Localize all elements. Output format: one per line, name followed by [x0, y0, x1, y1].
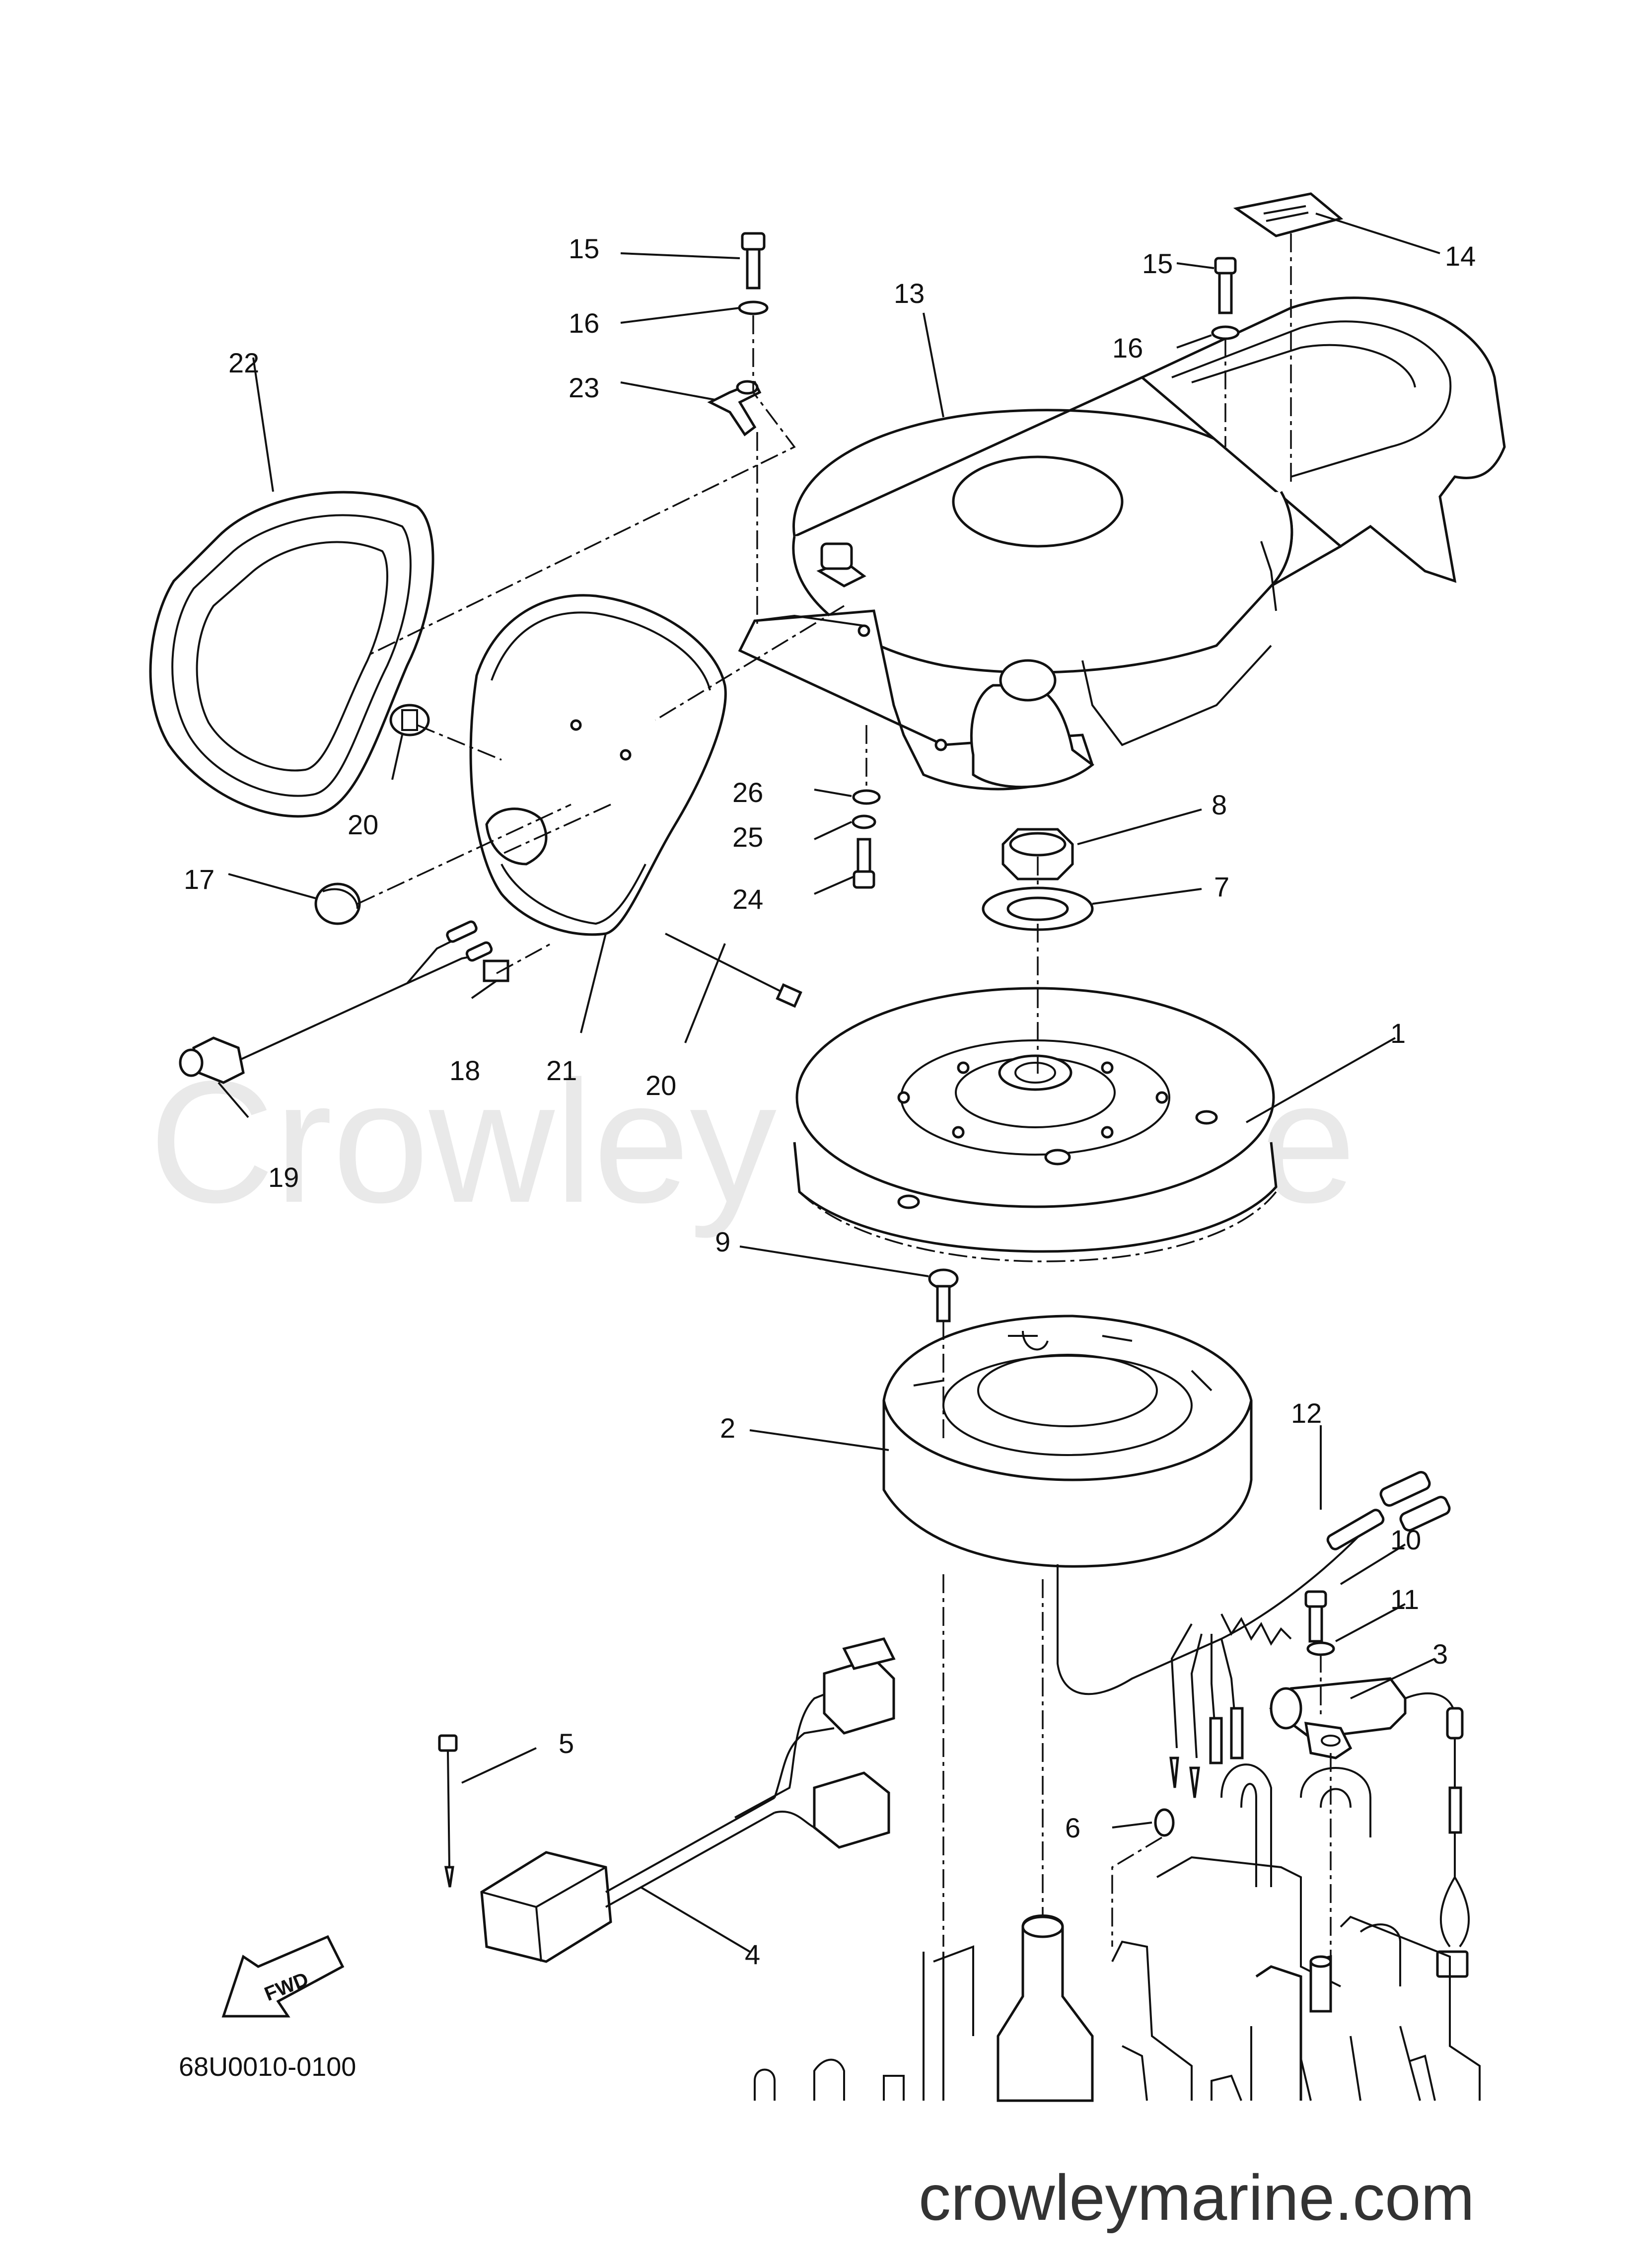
part-decal: [1233, 192, 1344, 237]
callout-20-upper: 20: [348, 809, 378, 840]
callout-26: 26: [732, 777, 763, 808]
callout-16-left: 16: [569, 307, 599, 339]
drawing-code: 68U0010-0100: [179, 2052, 356, 2082]
callout-15-left: 15: [569, 233, 599, 264]
callout-25: 25: [732, 821, 763, 853]
part-pulser-coil: [1269, 1590, 1470, 1978]
part-cdi-unit: [480, 1637, 896, 1963]
part-flywheel-cover: [738, 296, 1506, 791]
part-grommet: [389, 704, 430, 736]
callout-12: 12: [1291, 1397, 1322, 1429]
part-lead-wire: [1057, 1471, 1451, 1798]
part-lead-bracket: [707, 380, 762, 437]
leader-lines: [217, 213, 1440, 1953]
callout-4: 4: [745, 1939, 760, 1970]
callout-8: 8: [1212, 789, 1227, 820]
callout-1: 1: [1390, 1018, 1406, 1049]
part-bolt-left: [738, 232, 769, 315]
assembly-lines: [357, 233, 1332, 1986]
callout-20-lower: 20: [645, 1070, 676, 1101]
callout-13: 13: [894, 278, 925, 309]
callout-9: 9: [715, 1226, 730, 1257]
part-cable-tie-upper: [665, 933, 802, 1008]
callout-24: 24: [732, 883, 763, 915]
part-flywheel-nut: [982, 828, 1094, 931]
site-url: crowleymarine.com: [919, 2161, 1475, 2234]
part-stator-bolt: [928, 1268, 959, 1322]
callout-3: 3: [1432, 1638, 1448, 1670]
callout-18: 18: [449, 1055, 480, 1086]
part-plug: [314, 882, 361, 925]
part-screw-washers: [852, 789, 881, 889]
callout-5: 5: [559, 1728, 574, 1759]
part-powerhead: [754, 1763, 1481, 2102]
part-bolt-right: [1211, 257, 1240, 340]
callout-14: 14: [1445, 240, 1476, 272]
callout-23: 23: [569, 372, 599, 403]
part-thermo-sensor: [179, 920, 493, 1084]
callout-19: 19: [268, 1162, 299, 1193]
part-silencer: [469, 594, 727, 936]
callout-2: 2: [720, 1412, 735, 1444]
callout-7: 7: [1214, 871, 1229, 902]
part-small-screw: [1154, 1808, 1175, 1837]
callout-17: 17: [184, 864, 214, 895]
callout-10: 10: [1390, 1524, 1421, 1555]
callout-11: 11: [1390, 1584, 1419, 1615]
callout-labels: 1 2 3 4 5 6 7 8 9 10 11 12 13 14 15 15 1…: [184, 233, 1476, 1970]
callout-15-right: 15: [1142, 248, 1173, 279]
callout-6: 6: [1065, 1812, 1080, 1843]
callout-22: 22: [228, 347, 259, 378]
callout-16-right: 16: [1112, 332, 1143, 364]
part-cable-tie-lower: [438, 1734, 458, 1888]
callout-21: 21: [546, 1055, 577, 1086]
part-gasket-ring: [149, 491, 434, 818]
part-stator: [882, 1315, 1253, 1568]
fwd-direction-arrow: FWD: [221, 1935, 345, 2018]
part-flywheel: [793, 987, 1278, 1262]
part-clip: [483, 959, 509, 982]
